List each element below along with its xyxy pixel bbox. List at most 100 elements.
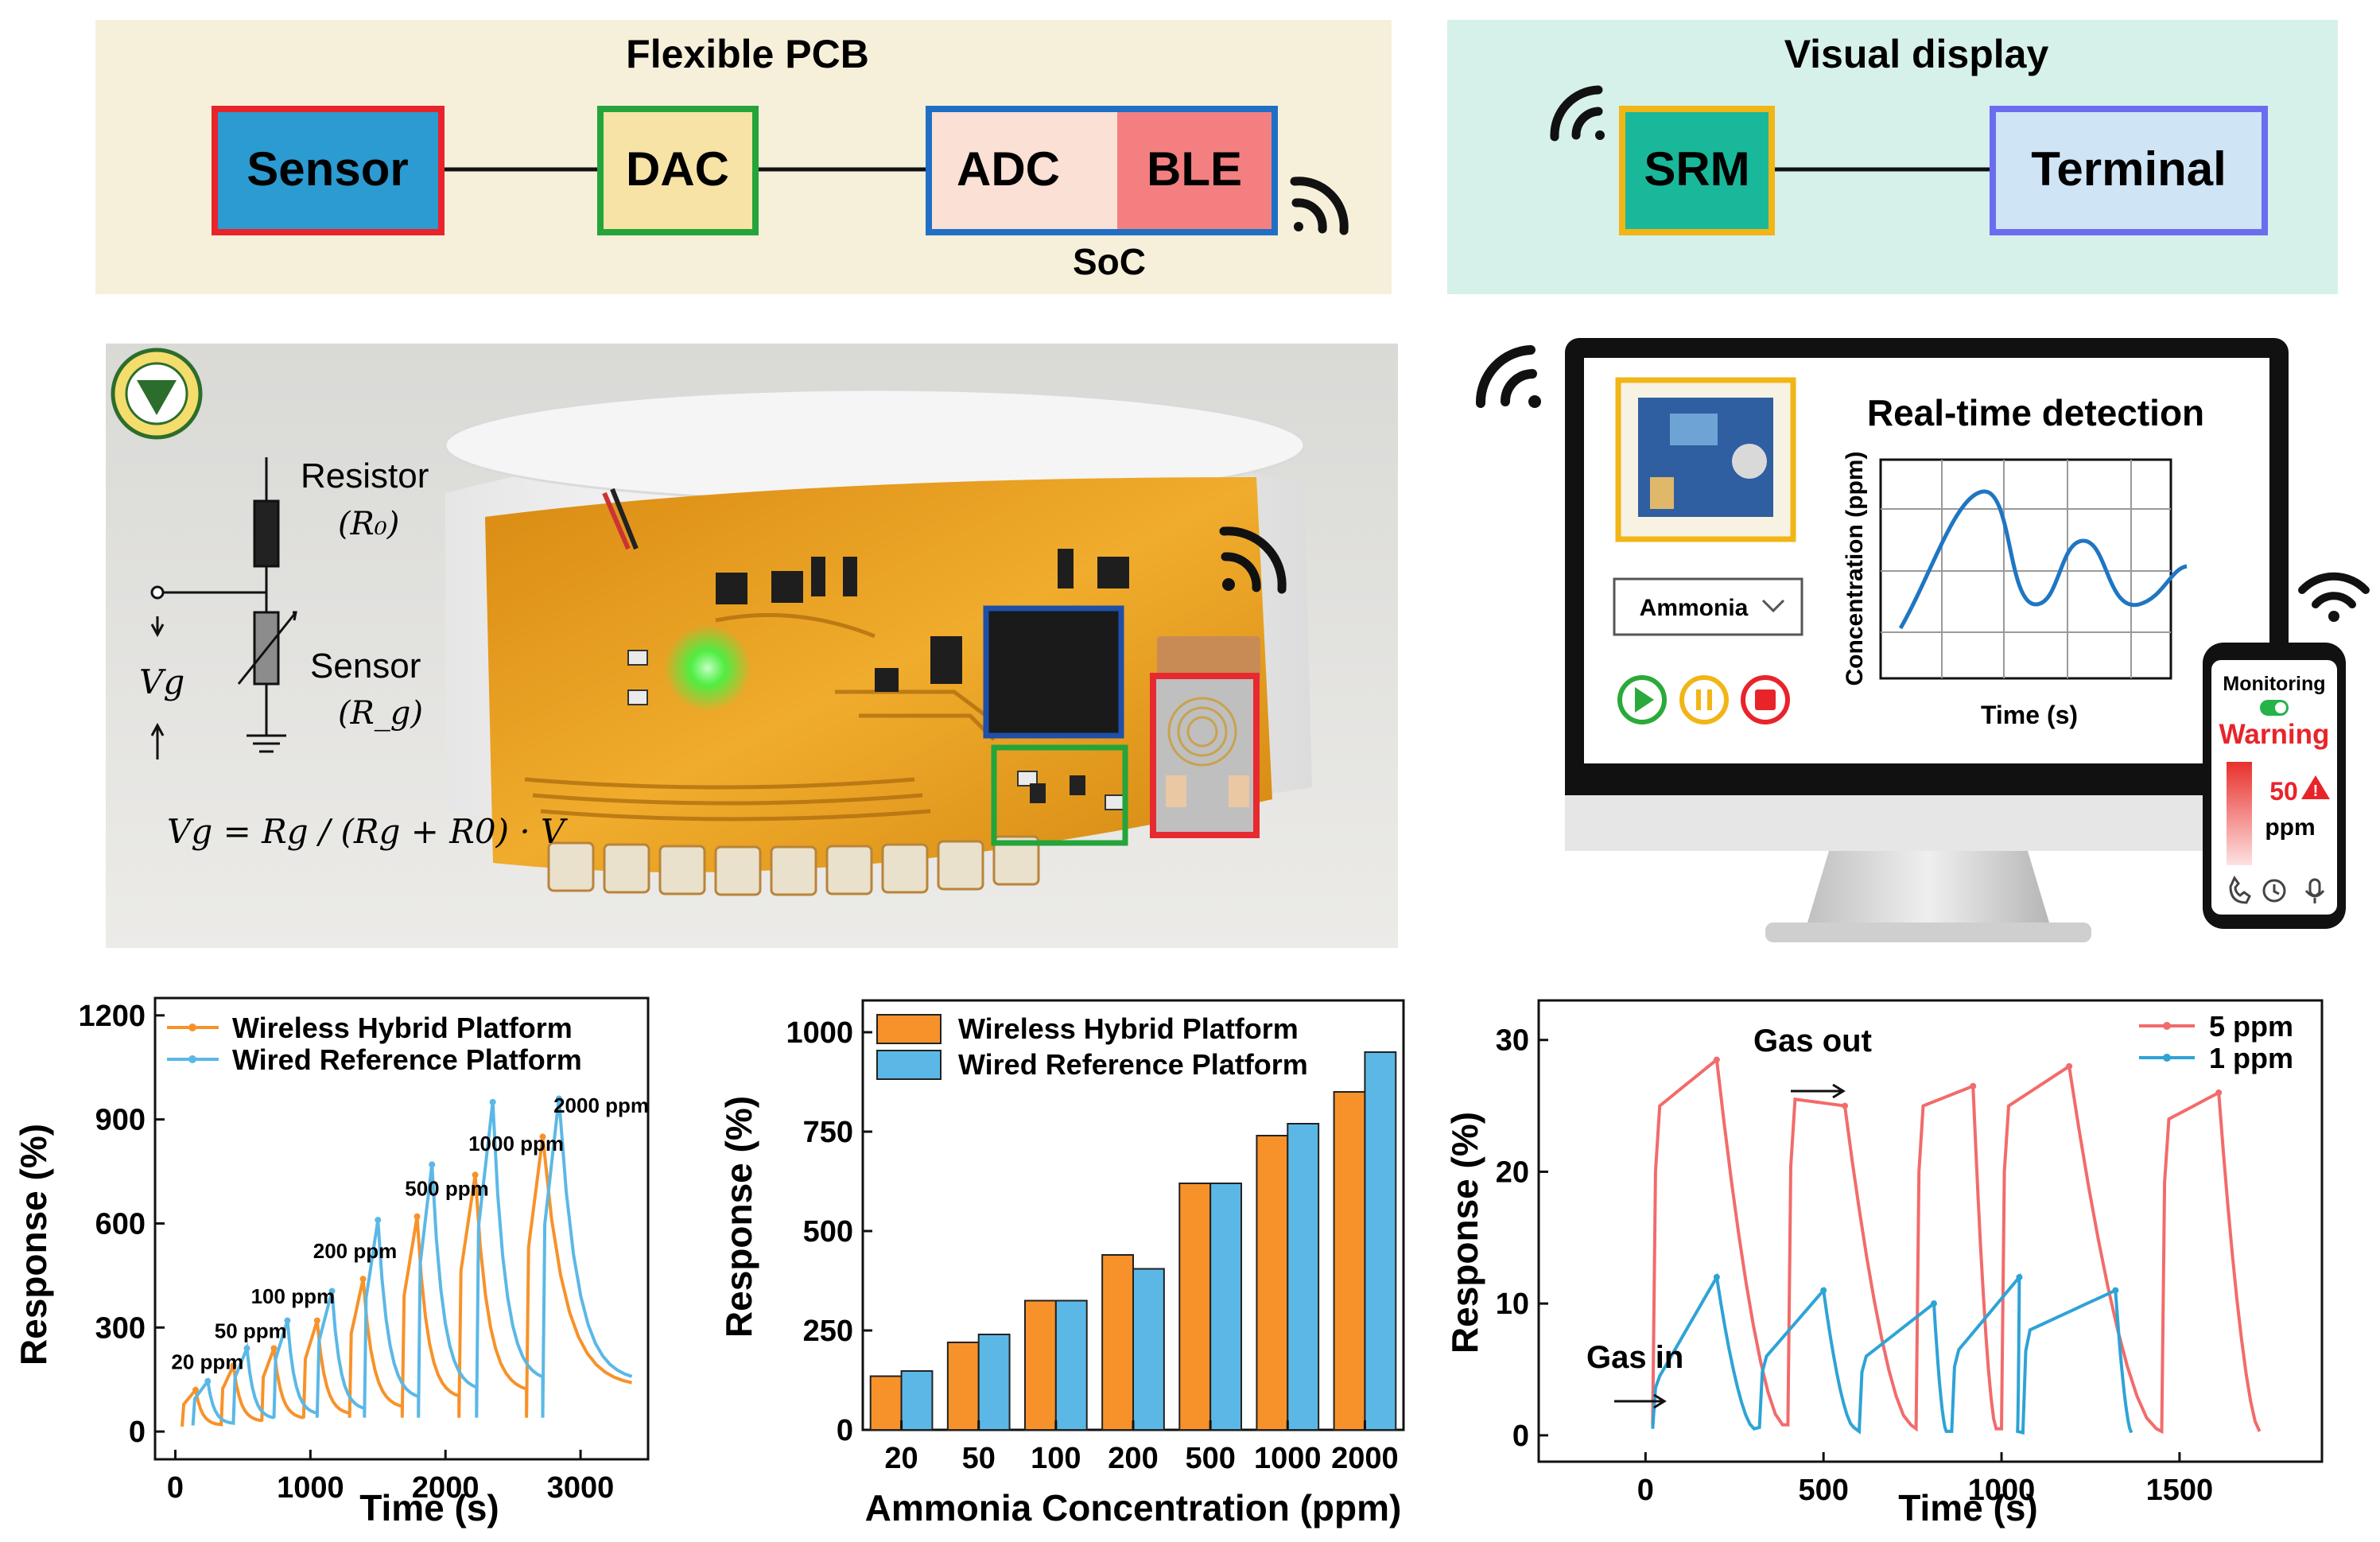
gas-in-arrowhead [1653, 1393, 1667, 1409]
concentration-annotation: 200 ppm [313, 1239, 398, 1263]
dac-block-label: DAC [626, 142, 729, 196]
x-tick-label: 2000 [412, 1471, 479, 1505]
ble-block-label: BLE [1147, 142, 1242, 196]
monitoring-toggle[interactable] [2260, 700, 2289, 716]
soc-chip [983, 605, 1124, 739]
pcb-pads [547, 835, 1040, 896]
data-point [270, 1345, 278, 1352]
legend-label: 1 ppm [2209, 1042, 2293, 1074]
series-line-5ppm [1651, 1056, 2262, 1435]
bar-wired [1364, 1051, 1397, 1431]
x-tick-label: 200 [1108, 1442, 1158, 1475]
data-point [192, 1386, 199, 1393]
stop-icon [1755, 689, 1776, 710]
bar-wired [1132, 1268, 1165, 1431]
data-point [375, 1217, 382, 1224]
x-tick-label: 1000 [1254, 1442, 1322, 1475]
university-logo [111, 348, 203, 440]
legend-marker [188, 1023, 196, 1031]
bar-wired [1209, 1183, 1242, 1431]
x-tick-label: 20 [884, 1442, 918, 1475]
gas-out-annotation: Gas out [1753, 1023, 1872, 1058]
x-tick-label: 500 [1185, 1442, 1235, 1475]
concentration-annotation: 20 ppm [171, 1350, 243, 1374]
warning-label: Warning [2219, 719, 2330, 750]
chevron-down-icon [1761, 599, 1785, 613]
data-point [1713, 1056, 1720, 1063]
wireless-signal-icon [1475, 345, 1541, 408]
sensor-symbol: (R_g) [338, 695, 423, 732]
play-button[interactable] [1617, 675, 1667, 724]
bar-wireless [1178, 1183, 1212, 1431]
svg-text:!: ! [2313, 783, 2319, 800]
series-line-wireless [181, 1136, 633, 1427]
data-point [489, 1098, 496, 1105]
resistor-symbol: (R₀) [338, 506, 399, 542]
warning-value: 50 [2269, 777, 2298, 806]
pause-icon [1696, 689, 1712, 710]
sensor-block [212, 106, 445, 235]
bar-wireless [1256, 1135, 1289, 1431]
desktop-monitor: Real-time detection Concentration (ppm) … [1475, 338, 2289, 942]
bar-wireless [1333, 1091, 1366, 1431]
y-tick-label: 30 [1496, 1024, 1529, 1058]
y-tick-label: 1000 [786, 1016, 853, 1050]
legend-label: Wired Reference Platform [232, 1043, 582, 1076]
bar-wired [900, 1370, 934, 1431]
visual-display-panel: Visual display SRM Terminal [1447, 20, 2338, 294]
legend-swatch [876, 1014, 942, 1044]
x-tick-label: 1000 [277, 1471, 344, 1505]
gas-in-annotation: Gas in [1586, 1340, 1683, 1375]
legend-label: Wireless Hybrid Platform [958, 1012, 1299, 1045]
concentration-annotation: 500 ppm [405, 1177, 489, 1201]
concentration-bar-chart: Response (%) Ammonia Concentration (ppm)… [718, 999, 1405, 1528]
chart3-xlabel: Time (s) [1898, 1487, 2038, 1528]
dac-block [597, 106, 759, 235]
data-point [2016, 1274, 2023, 1280]
x-tick-label: 500 [1798, 1474, 1848, 1507]
y-tick-label: 900 [95, 1104, 146, 1137]
data-point [2215, 1089, 2223, 1096]
chart1-ylabel: Response (%) [13, 1124, 54, 1365]
stop-button[interactable] [1741, 675, 1790, 724]
bar-wireless [946, 1342, 980, 1431]
display-panel-title: Visual display [1784, 32, 2049, 76]
wireless-signal-icon [2298, 572, 2370, 622]
sensor-label: Sensor [310, 647, 421, 686]
bar-wired [1054, 1299, 1088, 1431]
plot-frame [1537, 999, 2324, 1463]
y-tick-label: 600 [95, 1207, 146, 1241]
y-tick-label: 20 [1496, 1156, 1529, 1189]
gas-type-dropdown-value: Ammonia [1640, 595, 1749, 621]
concentration-annotation: 1000 ppm [468, 1132, 564, 1156]
data-point [284, 1317, 291, 1324]
x-tick-label: 0 [167, 1471, 184, 1505]
data-point [1842, 1102, 1849, 1109]
device-photo: Resistor (R₀) Sensor (R_g) Vg Vg = Rg / … [106, 344, 1398, 948]
adc-block-label: ADC [957, 142, 1060, 196]
pause-button[interactable] [1679, 675, 1729, 724]
x-tick-label: 50 [962, 1442, 996, 1475]
legend-marker [188, 1055, 196, 1063]
y-tick-label: 10 [1496, 1288, 1529, 1321]
data-point [313, 1317, 320, 1324]
microphone-icon[interactable] [2304, 878, 2325, 903]
data-point [2112, 1287, 2119, 1294]
phone-call-icon[interactable] [2229, 876, 2251, 904]
y-tick-label: 0 [837, 1414, 853, 1447]
x-tick-label: 100 [1031, 1442, 1081, 1475]
monitoring-label: Monitoring [2223, 673, 2325, 695]
flexible-pcb-panel: Flexible PCB Sensor DAC ADC BLE SoC [95, 20, 1392, 294]
chart1-xlabel: Time (s) [359, 1487, 499, 1528]
data-point [472, 1171, 479, 1179]
y-tick-label: 250 [803, 1315, 853, 1348]
soc-label: SoC [1073, 241, 1146, 282]
legend-marker [2163, 1022, 2171, 1030]
vg-label: Vg [139, 662, 184, 701]
y-tick-label: 300 [95, 1311, 146, 1345]
pcb-panel-title: Flexible PCB [626, 32, 869, 76]
legend-swatch [876, 1050, 942, 1080]
chart2-xlabel: Ammonia Concentration (ppm) [865, 1487, 1402, 1528]
history-icon[interactable] [2262, 879, 2286, 903]
x-tick-label: 3000 [547, 1471, 615, 1505]
